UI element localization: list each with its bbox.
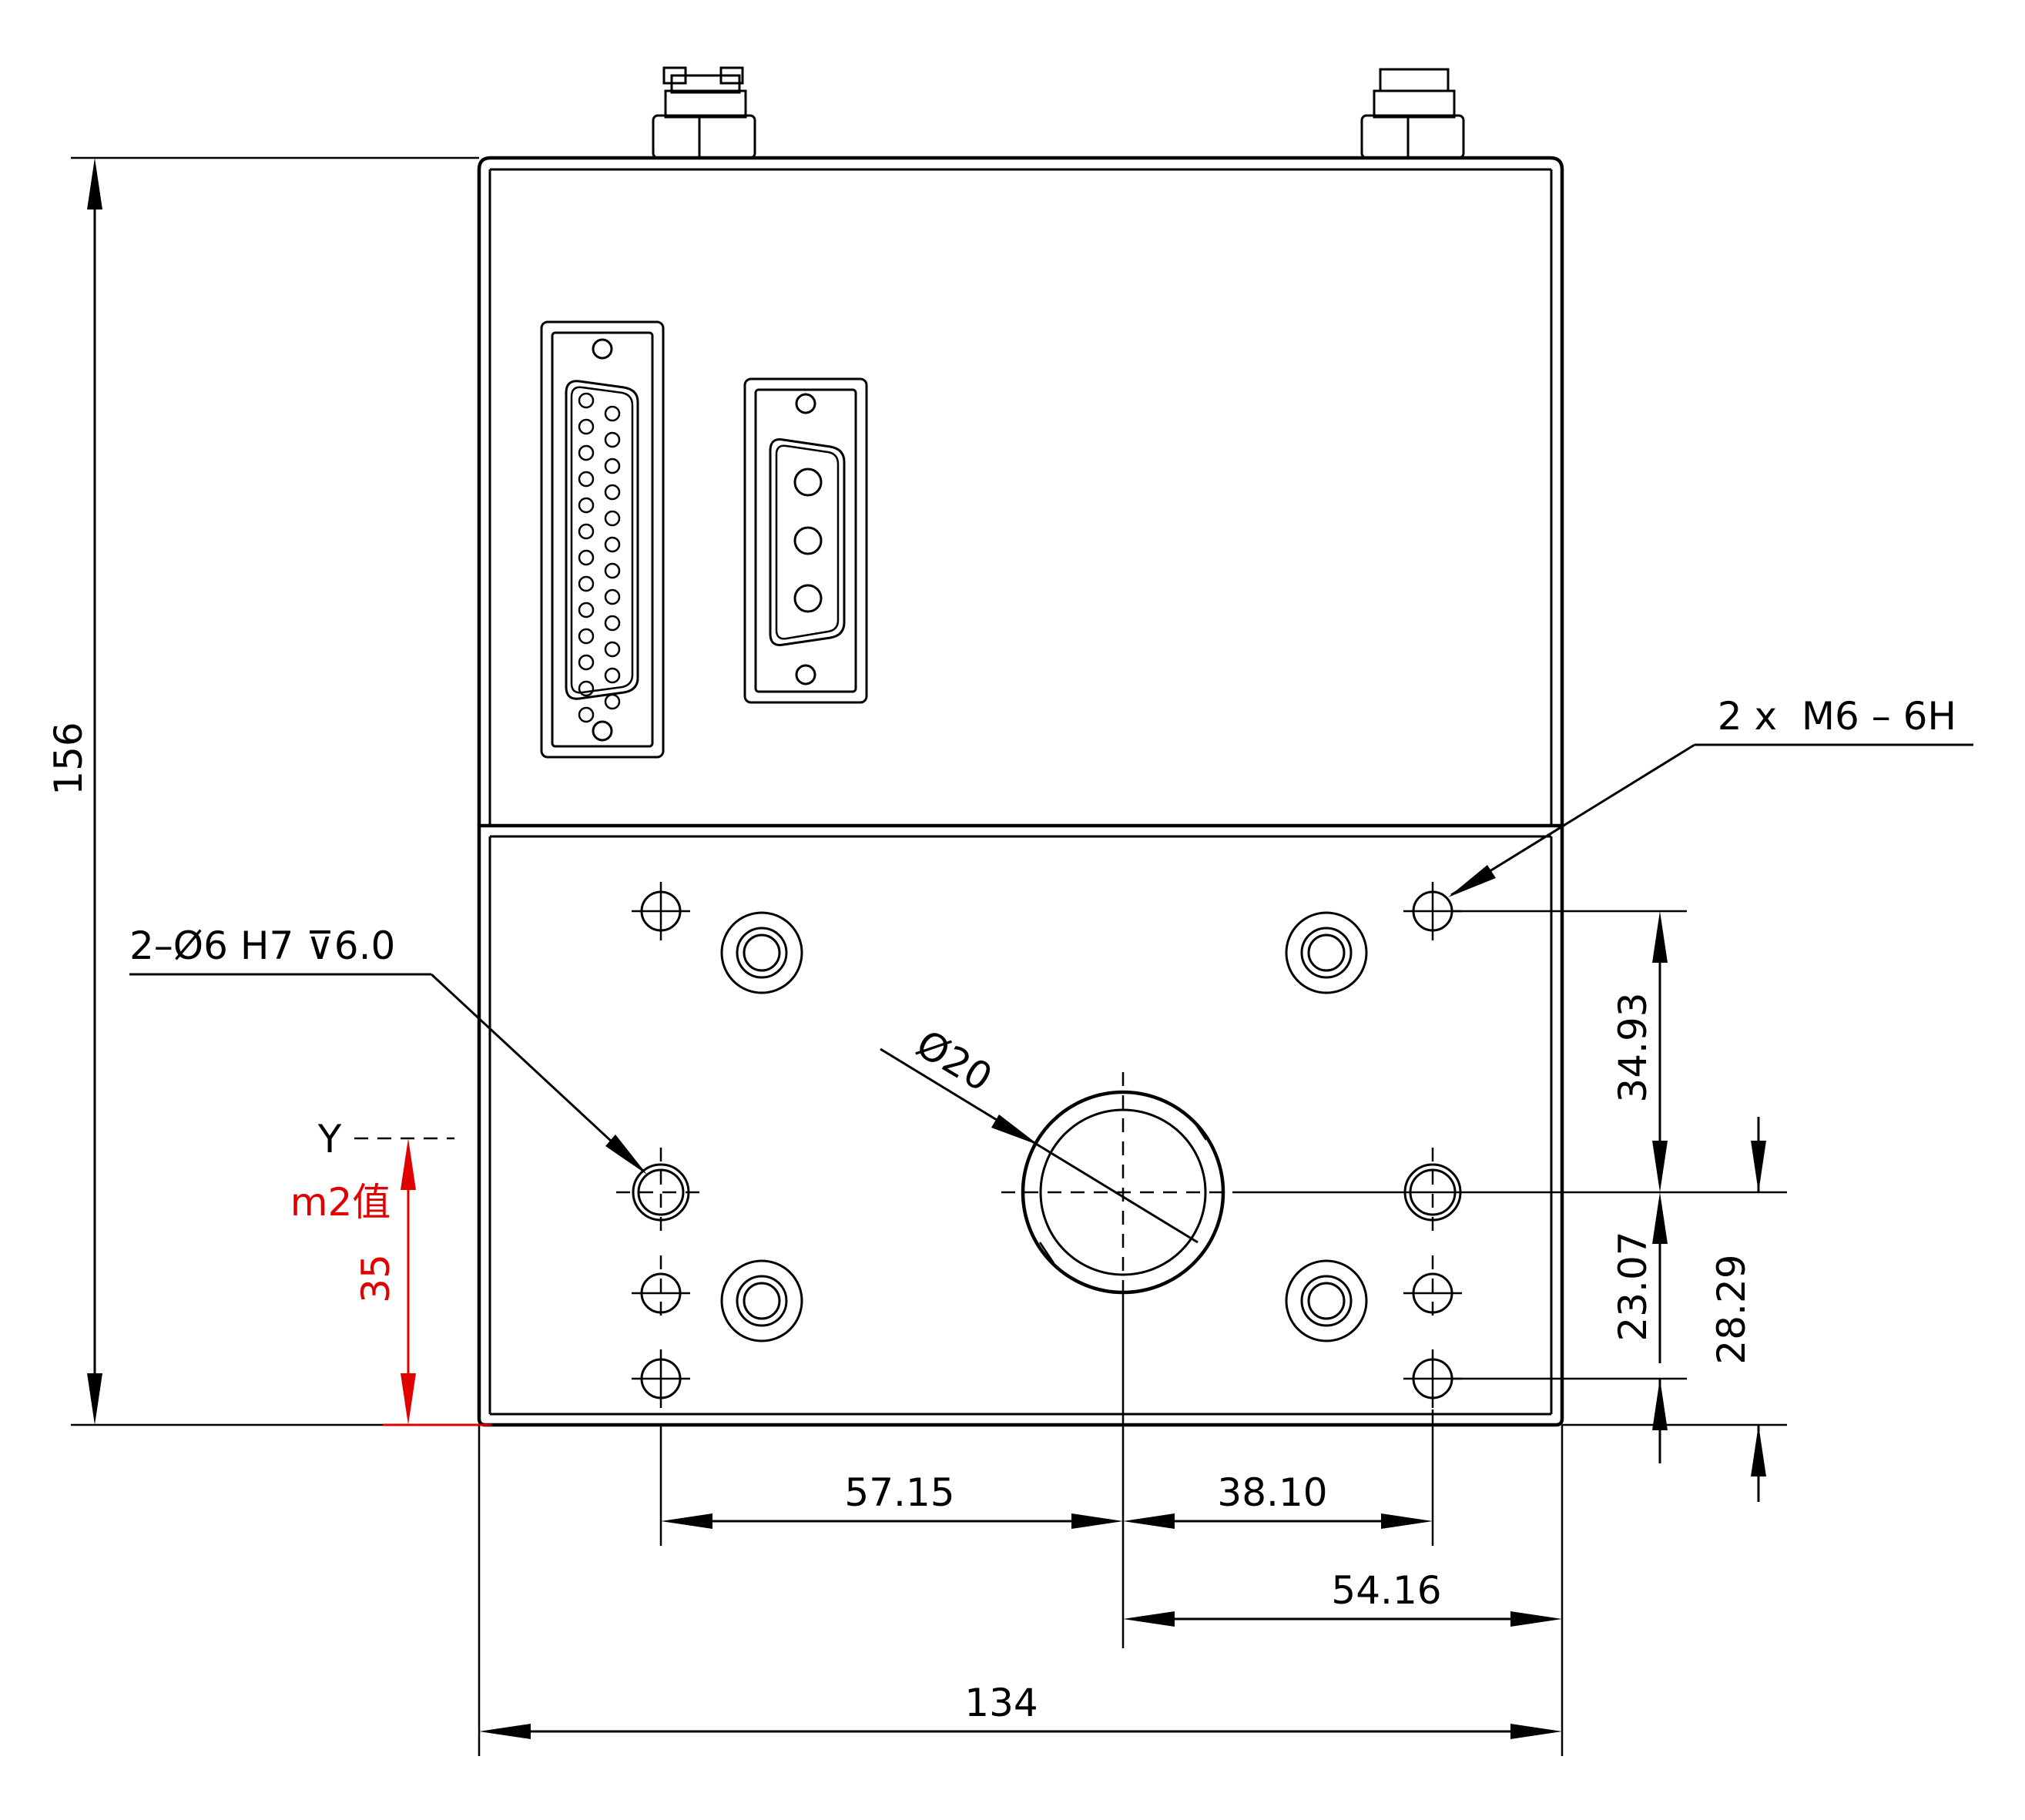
connector-pin (578, 706, 595, 723)
y-axis-label: Y (317, 1117, 342, 1161)
hole-bottom-left (632, 1349, 690, 1408)
dim-center-to-bottom-edge: 28.29 (1709, 1117, 1766, 1502)
upper-housing (477, 156, 1564, 826)
central-bore (1001, 1072, 1229, 1295)
connector-pin (604, 431, 621, 448)
connector-pin (604, 588, 621, 605)
counterbore-screw (720, 1259, 803, 1342)
connector-pin (578, 680, 595, 697)
threaded-hole-m6 (1403, 882, 1462, 940)
dim-center-to-right-hole: 38.10 (1123, 1470, 1433, 1529)
connector-pin (578, 392, 595, 409)
hole-lower-right (1403, 1255, 1462, 1325)
connector-pin (578, 444, 595, 461)
connector-pin (604, 510, 621, 527)
connector-pin (578, 497, 595, 514)
dim-overall-height: 156 (46, 158, 102, 1425)
connector-pin (604, 667, 621, 684)
m2-label: m2值 (290, 1180, 391, 1225)
connector-pin (604, 458, 621, 474)
dim-m2-offset-label: 35 (354, 1254, 398, 1303)
connector-pin (604, 562, 621, 579)
dim-upper-hole-to-center: 34.93 (1611, 911, 1668, 1192)
dim-center-to-right-edge: 54.16 (1123, 1568, 1562, 1627)
connector-pin (578, 471, 595, 488)
connector-pin (604, 615, 621, 632)
dim-overall-width: 134 (479, 1681, 1562, 1739)
y-reference: Y (317, 1117, 454, 1161)
dim-upper-hole-to-center-label: 34.93 (1611, 992, 1655, 1102)
connector-pin (604, 405, 621, 422)
dim-overall-height-label: 156 (46, 722, 91, 795)
callout-pin-holes: 2–Ø6 H7 ⊽6.0 (129, 923, 647, 1175)
dim-left-hole-to-center-label: 57.15 (844, 1470, 954, 1515)
connector-pin (604, 693, 621, 710)
connector-pin (604, 536, 621, 553)
connector-pin (578, 549, 595, 566)
hole-upper-left (632, 882, 690, 940)
dim-center-to-bottom-edge-label: 28.29 (1709, 1254, 1754, 1364)
right-cable-fitting (1360, 68, 1465, 159)
dim-left-hole-to-center: 57.15 (661, 1470, 1123, 1529)
mounting-plate (477, 823, 1564, 1427)
connector-pin (604, 641, 621, 658)
dim-center-to-right-edge-label: 54.16 (1331, 1568, 1441, 1613)
db-connector-3pin (743, 377, 868, 704)
dim-center-to-lower-hole-label: 23.07 (1611, 1231, 1655, 1341)
pin-hole-left (616, 1148, 709, 1240)
connector-pin (578, 654, 595, 671)
dim-m2-offset: m2值 35 (290, 1138, 491, 1426)
dim-bore-diameter-label: Ø20 (909, 1021, 1000, 1101)
connector-pin (578, 628, 595, 645)
callout-threaded-holes-label: 2 x M6 – 6H (1718, 694, 1956, 739)
connector-pin (578, 602, 595, 618)
dim-center-to-lower-hole: 23.07 (1611, 1192, 1668, 1463)
threaded-hole-m6 (1403, 1349, 1462, 1408)
dim-center-to-right-hole-label: 38.10 (1217, 1470, 1327, 1515)
callout-threaded-holes: 2 x M6 – 6H (1448, 694, 1973, 897)
counterbore-screw (1285, 911, 1368, 994)
connector-pin (578, 575, 595, 592)
dim-overall-width-label: 134 (964, 1681, 1038, 1725)
connector-pin (578, 523, 595, 540)
counterbore-screw (1285, 1259, 1368, 1342)
hole-lower-left (632, 1255, 690, 1325)
dim-bore-diameter: Ø20 (880, 1021, 1199, 1244)
connector-pin (604, 484, 621, 501)
pin-hole-right (1403, 1148, 1462, 1240)
connector-pin (578, 418, 595, 435)
callout-pin-holes-label: 2–Ø6 H7 ⊽6.0 (129, 923, 395, 968)
db25-connector (540, 320, 665, 759)
left-cable-fitting (652, 66, 756, 159)
counterbore-screw (720, 911, 803, 994)
